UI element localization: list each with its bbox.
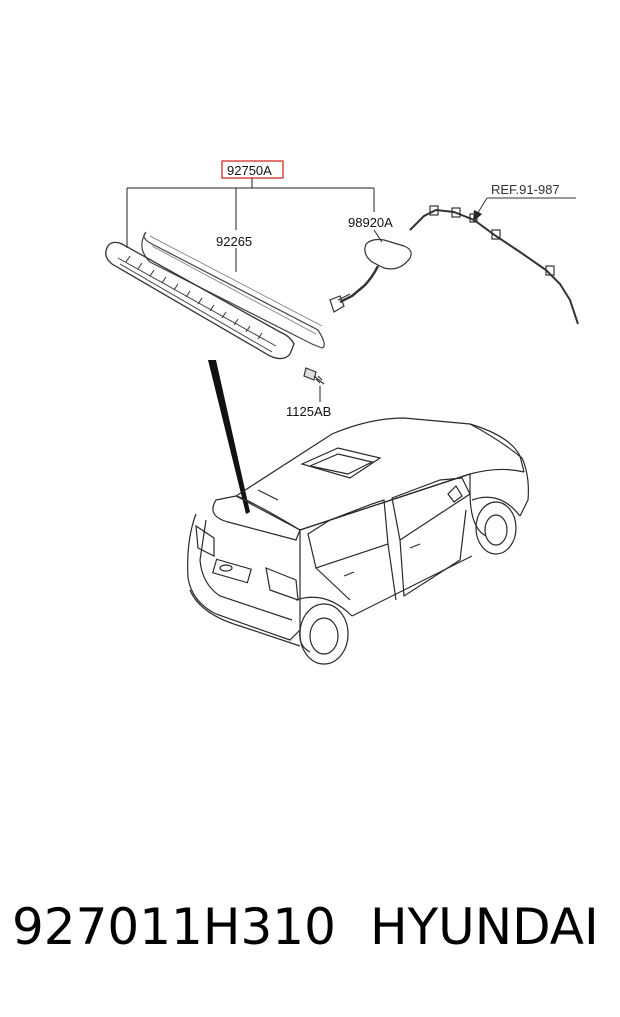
lamp-led-segments xyxy=(125,255,263,340)
reference-wire xyxy=(409,208,579,325)
parts-diagram: 92750A 92265 98920A REF.91-987 xyxy=(105,160,579,665)
harness-wire xyxy=(339,265,380,304)
lens-outline xyxy=(141,231,325,349)
vehicle-illustration xyxy=(187,417,529,665)
lens-inner-outline xyxy=(149,235,323,335)
lamp-housing xyxy=(105,241,295,360)
assembly-callout-label[interactable]: 92750A xyxy=(227,163,272,178)
harness-plug xyxy=(329,293,351,313)
harness-callout-label[interactable]: 98920A xyxy=(348,215,393,230)
harness-connector xyxy=(364,238,412,270)
brand-text: HYUNDAI xyxy=(370,898,599,956)
assembly-leader-lines xyxy=(126,178,375,272)
screw-icon xyxy=(303,367,325,385)
location-pointer xyxy=(208,360,250,514)
lamp-led-strip xyxy=(117,257,277,353)
lens-callout-label[interactable]: 92265 xyxy=(216,234,252,249)
reference-wire-clips xyxy=(429,205,555,276)
part-number-text: 927011H310 xyxy=(12,898,336,956)
reference-callout-label[interactable]: REF.91-987 xyxy=(491,182,560,197)
screw-callout-label[interactable]: 1125AB xyxy=(286,404,331,419)
